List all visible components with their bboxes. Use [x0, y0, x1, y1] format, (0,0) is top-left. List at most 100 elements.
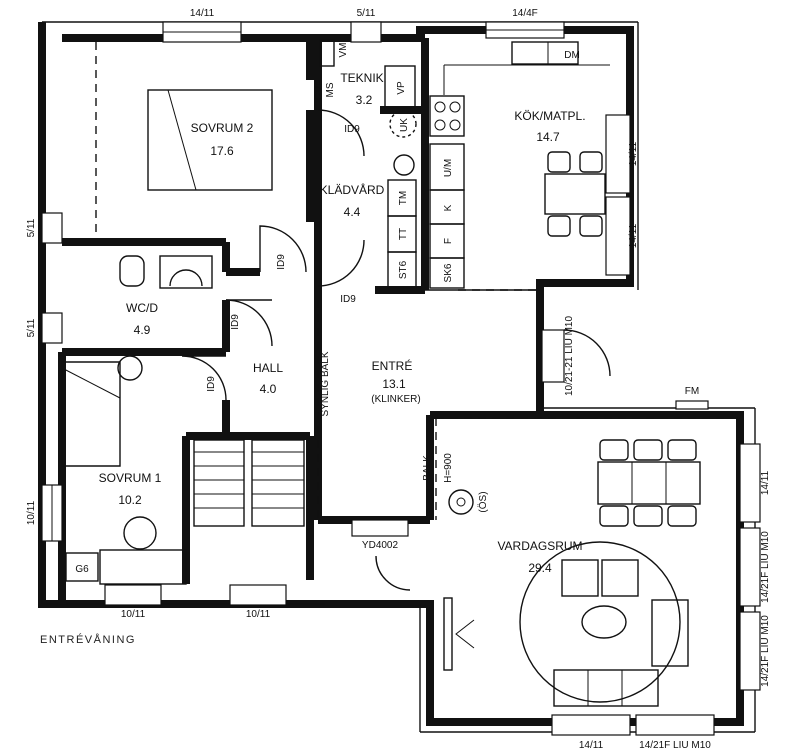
window-right-vard-c: [739, 611, 761, 691]
room-area-entre: 13.1: [382, 377, 406, 391]
fireplace: [448, 489, 474, 515]
door-swing-kok: [563, 329, 611, 377]
label-entre-door: YD4002: [362, 540, 399, 551]
label-right-kok-b: 14/11: [628, 223, 639, 248]
room-name-teknik: TEKNIK: [340, 71, 383, 85]
label-h900: H=900: [443, 453, 454, 483]
label-right-vard-c: 14/21F LIU M10: [760, 615, 771, 687]
label-synlig-balk: SYNLIG BALK: [320, 351, 331, 416]
room-name-hall: HALL: [253, 361, 283, 375]
label-left-wc: 5/11: [26, 318, 37, 337]
label-right-kok-a: 14/11: [628, 141, 639, 166]
label-tt: TT: [398, 228, 409, 240]
room-area-vardagsrum: 29.4: [528, 561, 552, 575]
uk-unit: [389, 110, 417, 138]
label-id9-teknik: ID9: [344, 124, 360, 135]
door-swing-sovrum1: [181, 355, 227, 401]
window-right-vard-a: [739, 443, 761, 523]
door-swing-teknik: [317, 109, 365, 157]
room-name-entre: ENTRÉ: [372, 358, 413, 373]
label-id9-sovrum1: ID9: [206, 376, 217, 392]
chair-sovrum1: [123, 516, 157, 550]
armchair-a: [561, 559, 599, 597]
label-um: U/M: [443, 159, 454, 177]
dm-unit: [511, 41, 579, 65]
window-labels: 14/11 5/11 14/4F 10/11 10/11 14/11 14/21…: [26, 8, 771, 751]
window-bottom-sovrum1-b: [229, 584, 287, 606]
label-id9-kladvard: ID9: [340, 294, 356, 305]
label-vm: VM: [338, 43, 349, 58]
g6-unit: [65, 552, 99, 582]
rug-vardagsrum: [519, 541, 681, 703]
label-st6: ST6: [398, 260, 409, 279]
label-vp: VP: [396, 81, 407, 95]
label-gvf: GVF: [314, 80, 325, 101]
fm-unit: [675, 400, 709, 410]
window-bottom-vard-b: [635, 714, 715, 736]
window-bottom-vard-a: [551, 714, 631, 736]
room-labels: SOVRUM 2 17.6 TEKNIK 3.2 KÖK/MATPL. 14.7…: [99, 71, 586, 575]
room-name-sovrum1: SOVRUM 1: [99, 471, 162, 485]
label-sk6: SK6: [443, 263, 454, 282]
stove: [429, 95, 465, 137]
room-area-hall: 4.0: [260, 382, 277, 396]
room-name-sovrum2: SOVRUM 2: [191, 121, 254, 135]
sink-kladvard: [393, 154, 415, 176]
dashed-lines: [95, 42, 740, 520]
window-right-kok-a: [605, 114, 631, 194]
label-top-teknik: 5/11: [357, 8, 376, 19]
sk6-unit: [429, 257, 465, 289]
dining-table-kok: [544, 173, 606, 215]
window-left-wc: [41, 312, 63, 344]
door-swing-hall-sovrum2: [259, 225, 307, 273]
label-f: F: [443, 238, 454, 244]
label-k: K: [443, 204, 454, 211]
label-bottom-sovrum1-b: 10/11: [246, 609, 271, 620]
label-right-vard-a: 14/11: [760, 470, 771, 495]
tv-unit: [443, 597, 453, 671]
stairs-left: [193, 439, 245, 527]
desk-sovrum1: [99, 549, 187, 585]
room-area-kladvard: 4.4: [344, 205, 361, 219]
armchair-c: [651, 599, 689, 667]
label-left-sovrum1: 10/11: [26, 500, 37, 525]
label-os: (ÖS): [477, 491, 489, 512]
room-area-sovrum1: 10.2: [118, 493, 142, 507]
label-dm: DM: [564, 50, 580, 61]
fixture-labels: VM VP UK GVF MS DM U/M K F SK6 TM TT ST6…: [75, 43, 699, 576]
coffee-table: [581, 605, 627, 639]
window-right-kok-b: [605, 196, 631, 276]
label-door-kok: 10/21-21 LIU M10: [564, 316, 575, 396]
st6-unit: [387, 251, 417, 289]
door-labels: ID9 ID9 ID9 ID9 ID9: [206, 124, 360, 392]
bed-sovrum1: [61, 361, 121, 467]
vm-unit: [319, 39, 335, 67]
window-bottom-sovrum1-a: [104, 584, 162, 606]
window-left-sovrum2: [41, 212, 63, 244]
room-name-kok: KÖK/MATPL.: [514, 109, 585, 123]
door-swing-kladvard: [317, 239, 365, 287]
stairs-right: [251, 439, 305, 527]
door-swing-entre: [375, 555, 411, 591]
sink: [159, 255, 213, 289]
label-balk: BALK: [422, 455, 433, 481]
dining-table-vard: [597, 461, 701, 505]
label-bottom-vard-a: 14/11: [579, 740, 604, 751]
lamp-hall: [117, 355, 143, 381]
room-name-vardagsrum: VARDAGSRUM: [497, 539, 582, 553]
label-ms: MS: [325, 82, 336, 97]
sofa: [553, 669, 659, 707]
room-area-wc: 4.9: [134, 323, 151, 337]
label-bottom-vard-b: 14/21F LIU M10: [639, 740, 711, 751]
door-swings: [181, 109, 611, 591]
stair-steps: [194, 451, 304, 509]
room-area-teknik: 3.2: [356, 93, 373, 107]
label-g6: G6: [75, 564, 89, 575]
label-right-vard-b: 14/21F LIU M10: [760, 531, 771, 603]
label-top-kok: 14/4F: [512, 8, 538, 19]
door-swing-wc: [225, 299, 273, 347]
label-bottom-sovrum1-a: 10/11: [121, 609, 146, 620]
label-uk: UK: [399, 118, 410, 132]
room-name-wc: WC/D: [126, 301, 158, 315]
